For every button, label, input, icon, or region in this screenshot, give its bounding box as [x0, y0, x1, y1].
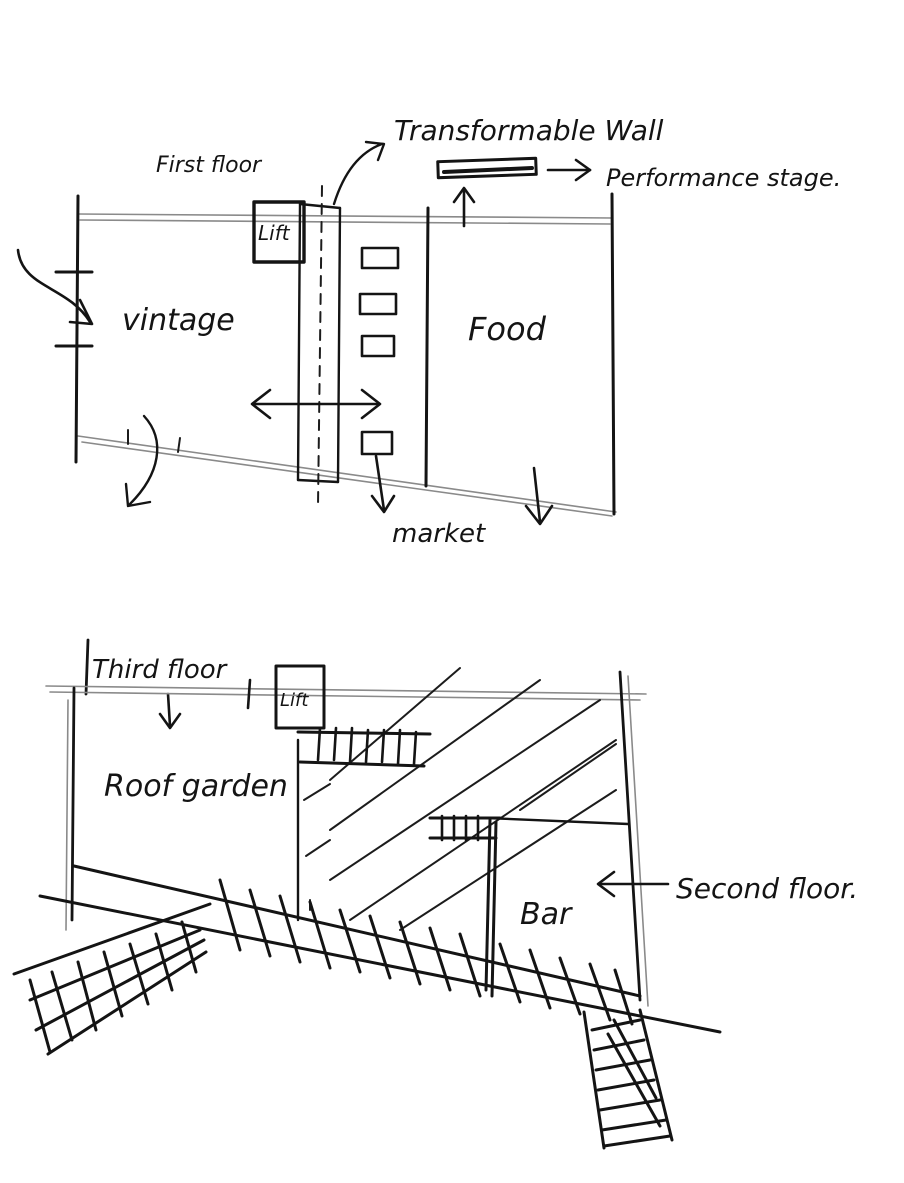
upper-stair-treads [316, 726, 418, 766]
exit-curve-arrow-head [124, 482, 152, 508]
corridor-left-edge [296, 202, 302, 482]
first-floor-right-wall [610, 192, 616, 516]
third-floor-heading: Third floor [92, 655, 229, 685]
third-floor-heading-mark [84, 638, 90, 696]
first-floor-left-wall [74, 194, 80, 464]
food-exit-arrow-head [524, 504, 554, 526]
slab-top [72, 864, 642, 998]
sliding-arrow-left-head [250, 388, 272, 420]
first-floor-lift-label: Lift [258, 221, 291, 245]
right-wall-shadow [627, 675, 649, 1007]
food-label: Food [468, 310, 547, 348]
roof-garden-label: Roof garden [104, 769, 288, 804]
bar-label: Bar [520, 897, 573, 932]
corridor-centerline [317, 185, 323, 507]
first-floor-bottom-edge [77, 435, 617, 513]
slab-bottom [38, 894, 722, 1034]
market-arrow-head [370, 494, 396, 514]
transformable-wall-label: Transformable Wall [394, 114, 664, 147]
left-wall-shadow [65, 699, 69, 931]
vintage-label: vintage [122, 303, 235, 338]
first-floor-heading: First floor [156, 153, 263, 178]
transformable-wall-fill [442, 166, 534, 174]
first-floor-top-edge [77, 213, 613, 219]
exit-tick [177, 437, 181, 453]
sliding-arrow-right-head [360, 388, 382, 420]
market-stall [360, 334, 396, 358]
entry-arrow [16, 248, 92, 324]
lift-tick [246, 678, 252, 710]
slab-hatching [218, 878, 634, 1026]
corridor-right-edge [336, 206, 342, 484]
second-floor-arrow-head [596, 870, 616, 898]
right-wall [618, 670, 642, 1002]
upper-lift-label: Lift [280, 690, 309, 711]
ramp-hatching [28, 920, 206, 1054]
exit-curve-arrow [128, 414, 159, 506]
second-floor-stair-treads [440, 814, 480, 842]
wall-up-arrow-head [452, 186, 476, 204]
market-label: market [392, 519, 486, 549]
left-wall [70, 686, 76, 922]
transformable-wall [436, 156, 538, 180]
market-stall [358, 292, 398, 316]
first-floor-food-wall [424, 206, 430, 488]
upper-lift-box [274, 664, 326, 730]
roof-line-2 [49, 691, 641, 701]
roof-line [45, 685, 647, 695]
column-left-edge [582, 1010, 606, 1150]
wall-pointer-arrow [332, 142, 384, 206]
bar-wall [484, 818, 492, 992]
performance-stage-label: Performance stage. [606, 164, 841, 192]
ramp-bottom [46, 950, 208, 1056]
atrium-hatching [303, 667, 617, 931]
stage-arrow-head [574, 158, 592, 182]
first-floor-top-edge-2 [79, 219, 611, 225]
first-floor-lift-box [252, 200, 306, 264]
first-floor-bottom-edge-2 [81, 441, 613, 517]
corridor-top-edge [298, 202, 342, 210]
ramp-top [12, 902, 212, 976]
market-stall [360, 246, 400, 270]
first-floor-plan: First floor Lift [16, 114, 841, 549]
market-stall [360, 430, 394, 456]
food-exit-arrow [532, 466, 542, 524]
column-hatching [590, 1018, 672, 1148]
upper-stair-top [296, 730, 432, 736]
upper-stair-bottom [298, 760, 426, 768]
roof-garden-arrow-head [158, 712, 182, 730]
second-floor-label: Second floor. [676, 872, 858, 905]
column-right-edge [638, 1008, 674, 1142]
entry-arrow-head [68, 298, 94, 326]
second-floor-ceiling [484, 816, 630, 826]
wall-pointer-arrow-head [364, 140, 386, 162]
market-arrow [374, 454, 386, 512]
upper-floors-section: Third floor Lift [12, 638, 858, 1150]
roof-garden-arrow [166, 692, 172, 728]
bar-wall-2 [490, 820, 498, 998]
